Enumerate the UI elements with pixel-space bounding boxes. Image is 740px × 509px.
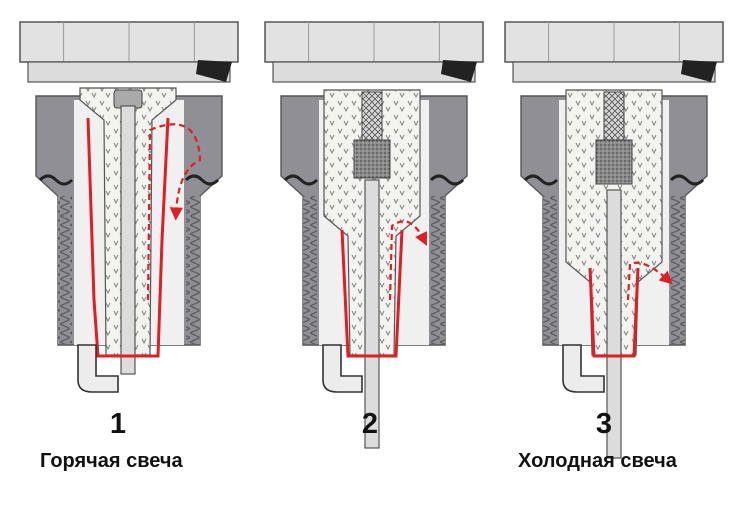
plug-2: [264, 21, 484, 449]
plug-1-gasket-left: [38, 174, 74, 186]
plug-1-number: 1: [109, 408, 127, 440]
plug-1-hex-flange: [27, 61, 231, 83]
plug-1-heat-flow-arrow: [146, 123, 202, 301]
plug-3: [504, 21, 724, 459]
plug-2-thread-right: [431, 196, 445, 344]
plug-3-center-electrode: [606, 189, 622, 459]
plug-2-resistor: [353, 139, 391, 179]
plug-2-ground-electrode: [322, 344, 363, 393]
plug-3-thread-left: [543, 196, 557, 344]
plug-1-caption: Горячая свеча: [40, 450, 183, 472]
plug-3-gasket-left: [523, 174, 559, 186]
plug-2-heat-path: [340, 229, 404, 358]
plug-3-heat-flow-arrow: [626, 261, 673, 301]
plug-2-gasket-right: [429, 174, 465, 186]
plug-2-hex-flange: [272, 61, 476, 83]
plug-2-gasket-left: [283, 174, 319, 186]
plug-1-thread-right: [186, 196, 200, 344]
plug-1-ground-electrode: [77, 344, 119, 393]
plug-3-gasket-right: [669, 174, 705, 186]
plug-1: [19, 21, 239, 393]
plug-3-terminal-mesh: [603, 91, 625, 141]
plug-1-terminal-stud: [113, 89, 143, 109]
plug-3-resistor: [595, 139, 633, 185]
plug-3-crimp-ring: [681, 60, 717, 82]
plug-3-heat-path: [588, 267, 640, 358]
plug-1-center-electrode: [120, 105, 136, 375]
plug-3-number: 3: [595, 408, 613, 440]
plug-1-crimp-ring: [196, 60, 232, 82]
plug-3-caption: Холодная свеча: [518, 450, 677, 472]
plug-3-thread-right: [671, 196, 685, 344]
plug-3-ground-electrode: [562, 344, 605, 393]
plug-2-heat-flow-arrow: [388, 220, 427, 301]
plug-2-number: 2: [361, 408, 379, 440]
plug-1-thread-left: [58, 196, 72, 344]
plug-1-heat-path: [86, 117, 170, 358]
plug-2-crimp-ring: [441, 60, 477, 82]
plug-3-hex-flange: [512, 61, 716, 83]
plug-1-gasket-right: [184, 174, 220, 186]
plug-2-thread-left: [303, 196, 317, 344]
plug-2-center-electrode: [364, 179, 380, 449]
plug-2-terminal-mesh: [361, 91, 383, 141]
